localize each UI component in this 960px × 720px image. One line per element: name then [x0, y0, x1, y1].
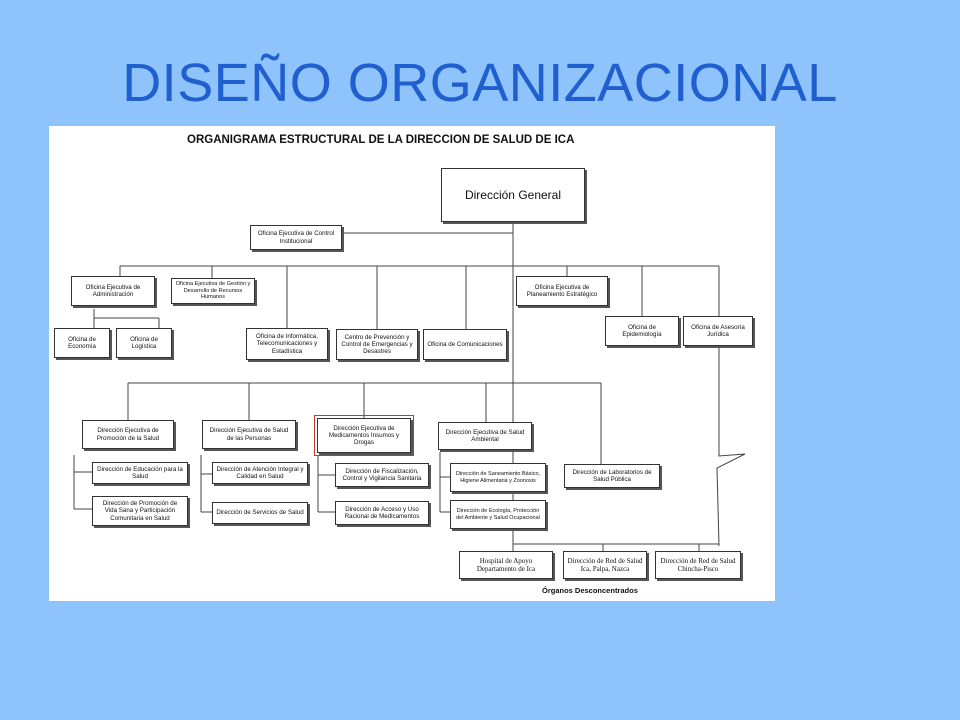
box-fiscalizacion: Dirección de Fiscalización, Control y Vi…: [335, 463, 429, 487]
chart-title: ORGANIGRAMA ESTRUCTURAL DE LA DIRECCION …: [187, 134, 575, 146]
box-red-ica: Dirección de Red de Salud Ica, Palpa, Na…: [563, 551, 647, 579]
box-economia: Oficina de Economía: [54, 328, 110, 358]
footer-label-organos: Órganos Desconcentrados: [542, 586, 638, 595]
box-asesoria-juridica: Oficina de Asesoría Jurídica: [683, 316, 753, 346]
box-epidemiologia: Oficina de Epidemiología: [605, 316, 679, 346]
box-acceso-uso: Dirección de Acceso y Uso Racional de Me…: [335, 501, 429, 525]
box-administracion: Oficina Ejecutiva de Administración: [71, 276, 155, 306]
box-atencion-integral: Dirección de Atención Integral y Calidad…: [212, 462, 308, 484]
box-medicamentos: Dirección Ejecutiva de Medicamentos Insu…: [314, 415, 414, 456]
connector-lines: [73, 222, 746, 566]
box-control-institucional: Oficina Ejecutiva de Control Institucion…: [250, 225, 342, 250]
box-vida-sana: Dirección de Promoción de Vida Sana y Pa…: [92, 496, 188, 526]
box-educacion-salud: Dirección de Educación para la Salud: [92, 462, 188, 484]
box-comunicaciones: Oficina de Comunicaciones: [423, 329, 507, 360]
box-direccion-general: Dirección General: [441, 168, 585, 222]
box-logistica: Oficina de Logística: [116, 328, 172, 358]
box-informatica: Oficina de Informática, Telecomunicacion…: [246, 328, 328, 360]
box-salud-personas: Dirección Ejecutiva de Salud de las Pers…: [202, 420, 296, 449]
box-servicios-salud: Dirección de Servicios de Salud: [212, 502, 308, 524]
box-emergencias: Centro de Prevención y Control de Emerge…: [336, 329, 418, 360]
box-laboratorios: Dirección de Laboratorios de Salud Públi…: [564, 464, 660, 488]
box-red-chincha: Dirección de Red de Salud Chincha-Pisco: [655, 551, 741, 579]
box-planeamiento: Oficina Ejecutiva de Planeamiento Estrat…: [516, 276, 608, 306]
box-salud-ambiental: Dirección Ejecutiva de Salud Ambiental: [438, 422, 532, 450]
box-hospital-apoyo: Hospital de Apoyo Departamento de Ica: [459, 551, 553, 579]
org-chart: ORGANIGRAMA ESTRUCTURAL DE LA DIRECCION …: [49, 126, 775, 601]
box-promocion-salud: Dirección Ejecutiva de Promoción de la S…: [82, 420, 174, 449]
box-saneamiento: Dirección de Saneamiento Básico, Higiene…: [450, 463, 546, 492]
box-ecologia: Dirección de Ecología, Protección del Am…: [450, 500, 546, 529]
slide-title: DISEÑO ORGANIZACIONAL: [122, 53, 838, 113]
box-recursos-humanos: Oficina Ejecutiva de Gestión y Desarroll…: [171, 278, 255, 304]
